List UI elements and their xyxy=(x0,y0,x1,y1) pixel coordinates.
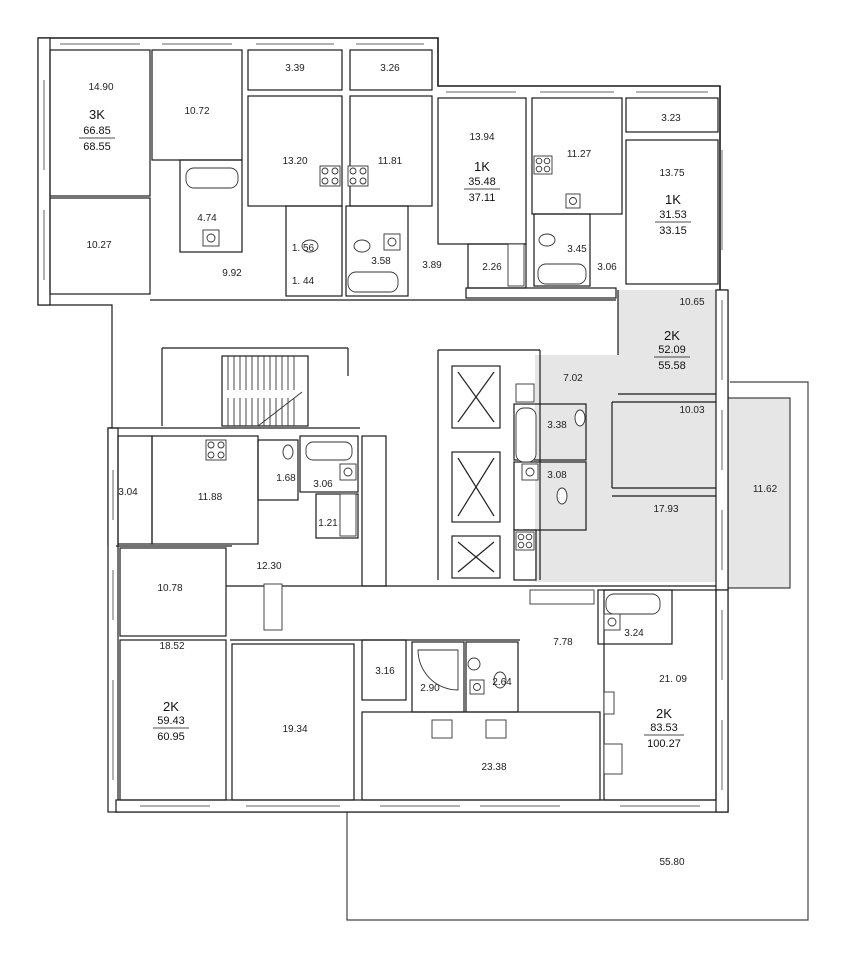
room-area: 18.52 xyxy=(159,641,184,652)
room-area: 9.92 xyxy=(222,268,242,279)
room-area: 11.27 xyxy=(567,149,592,160)
room-area: 1.21 xyxy=(318,518,338,529)
room-area: 3.39 xyxy=(285,63,305,74)
room-area: 14.90 xyxy=(88,82,113,93)
room-area: 3.04 xyxy=(118,487,138,498)
unit-living-area: 66.85 xyxy=(83,125,111,137)
room-area: 2.90 xyxy=(420,683,440,694)
apartment-3k: 3K 66.85 68.55 xyxy=(79,107,115,153)
unit-living-area: 52.09 xyxy=(658,344,686,356)
unit-living-area: 31.53 xyxy=(659,209,687,221)
room-area: 10.72 xyxy=(184,106,209,117)
room-area: 17.93 xyxy=(653,504,678,515)
room-area: 3.89 xyxy=(422,260,442,271)
unit-living-area: 35.48 xyxy=(468,176,496,188)
room-area: 3.58 xyxy=(371,256,391,267)
room-area: 19.34 xyxy=(282,724,307,735)
room-area: 1. 56 xyxy=(292,243,315,254)
apartment-2k-c: 2K 83.53 100.27 xyxy=(644,706,684,750)
toilet-icon xyxy=(282,233,586,689)
room-area: 13.75 xyxy=(659,168,684,179)
room-area: 3.24 xyxy=(624,628,644,639)
room-area: 13.20 xyxy=(282,156,307,167)
room-area: 7.02 xyxy=(563,373,583,384)
room-area: 3.08 xyxy=(547,470,567,481)
room-area: 11.81 xyxy=(378,156,403,167)
room-area: 2.26 xyxy=(482,262,502,273)
interior-walls xyxy=(49,49,719,580)
unit-living-area: 59.43 xyxy=(157,715,185,727)
unit-type: 3K xyxy=(89,107,105,122)
bathtub-icon xyxy=(185,167,661,615)
interior-walls-bottom xyxy=(119,547,717,801)
unit-living-area: 83.53 xyxy=(650,722,678,734)
unit-type: 1K xyxy=(474,159,490,174)
room-labels: 14.90 10.72 3.39 3.26 13.94 11.27 3.23 1… xyxy=(86,63,777,868)
room-area: 10.78 xyxy=(157,583,182,594)
unit-type: 1K xyxy=(665,192,681,207)
unit-type: 2K xyxy=(656,706,672,721)
shower-icon xyxy=(417,649,459,691)
room-area: 13.94 xyxy=(469,132,494,143)
room-area: 3.38 xyxy=(547,420,567,431)
unit-total-area: 37.11 xyxy=(469,192,496,204)
room-area: 55.80 xyxy=(659,857,684,868)
room-area: 3.16 xyxy=(375,666,395,677)
interior-walls-right xyxy=(513,290,716,581)
room-area: 1. 44 xyxy=(292,276,315,287)
room-area: 21. 09 xyxy=(659,674,687,685)
room-area: 7.78 xyxy=(553,637,573,648)
apartment-1k-b: 1K 31.53 33.15 xyxy=(655,192,691,237)
room-area: 3.45 xyxy=(567,244,587,255)
room-area: 3.26 xyxy=(380,63,400,74)
highlighted-apartment xyxy=(535,290,716,582)
unit-type: 2K xyxy=(163,699,179,714)
unit-total-area: 55.58 xyxy=(658,360,686,372)
room-area: 10.27 xyxy=(86,240,111,251)
room-area: 10.65 xyxy=(679,297,704,308)
apartment-2k-b: 2K 59.43 60.95 xyxy=(153,699,189,743)
room-area: 11.62 xyxy=(753,484,778,495)
room-area: 2.64 xyxy=(492,677,512,688)
apartment-1k-a: 1K 35.48 37.11 xyxy=(464,159,500,204)
stairs-icon xyxy=(221,355,309,427)
unit-total-area: 68.55 xyxy=(83,141,111,153)
radiator-icon xyxy=(263,243,595,631)
room-area: 23.38 xyxy=(481,762,506,773)
room-area: 1.68 xyxy=(276,473,296,484)
room-area: 3.06 xyxy=(313,479,333,490)
room-area: 11.88 xyxy=(198,492,223,503)
unit-type: 2K xyxy=(664,328,680,343)
room-area: 3.23 xyxy=(661,113,681,124)
unit-total-area: 60.95 xyxy=(157,731,185,743)
windows xyxy=(43,43,723,807)
interior-walls-mid xyxy=(110,427,387,587)
unit-total-area: 100.27 xyxy=(647,738,681,750)
elevator-icon xyxy=(451,365,501,579)
room-area: 3.06 xyxy=(597,262,617,273)
room-area: 12.30 xyxy=(256,561,281,572)
stove-icon xyxy=(205,155,623,775)
apartment-2k-a: 2K 52.09 55.58 xyxy=(654,328,690,372)
unit-total-area: 33.15 xyxy=(659,225,687,237)
room-area: 4.74 xyxy=(197,213,217,224)
terrace-outline xyxy=(346,381,809,921)
sink-icon xyxy=(202,193,621,695)
room-area: 10.03 xyxy=(679,405,704,416)
